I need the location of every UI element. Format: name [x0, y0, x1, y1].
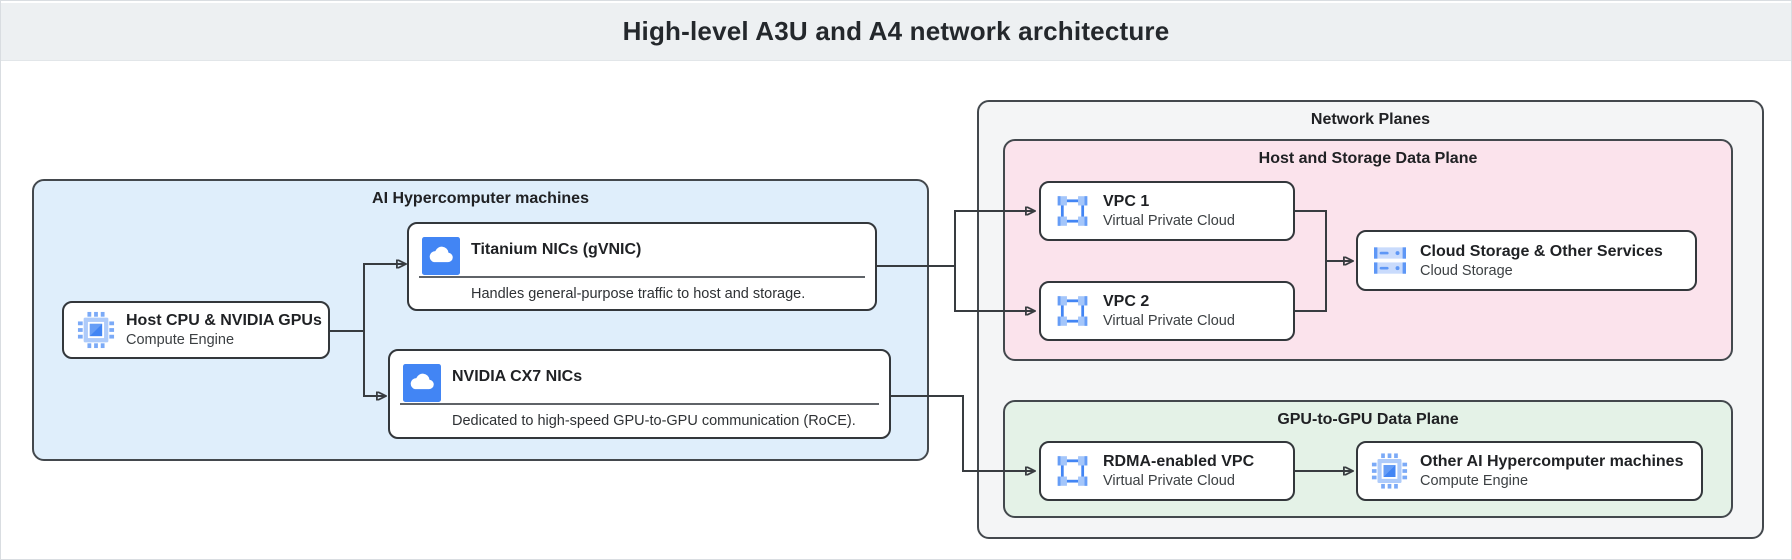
divider: [400, 403, 879, 405]
vpc-icon: [1054, 453, 1091, 490]
node-subtitle: Cloud Storage: [1420, 262, 1513, 279]
group-label-host-storage-data-plane: Host and Storage Data Plane: [1258, 150, 1478, 167]
divider: [419, 276, 865, 278]
node-caption: Dedicated to high-speed GPU-to-GPU commu…: [452, 413, 856, 429]
group-label-network-planes: Network Planes: [1310, 111, 1431, 128]
cloud-nic-icon: [403, 364, 441, 402]
vpc-icon: [1054, 193, 1091, 230]
cloud-storage-icon: [1371, 245, 1409, 277]
node-title: Other AI Hypercomputer machines: [1420, 453, 1684, 470]
node-subtitle: Virtual Private Cloud: [1103, 213, 1235, 229]
node-subtitle: Virtual Private Cloud: [1103, 313, 1235, 329]
node-subtitle: Compute Engine: [1420, 473, 1529, 489]
compute-engine-chip-icon: [77, 311, 115, 349]
diagram-title: High-level A3U and A4 network architectu…: [622, 16, 1170, 46]
node-title: VPC 1: [1103, 193, 1150, 210]
node-title: RDMA-enabled VPC: [1103, 453, 1255, 470]
group-label-ai-hypercomputer-machines: AI Hypercomputer machines: [372, 190, 589, 207]
cloud-nic-icon: [422, 237, 460, 275]
node-rdma-enabled-vpc: RDMA-enabled VPC Virtual Private Cloud: [1039, 441, 1295, 501]
vpc-icon: [1054, 293, 1091, 330]
node-subtitle: Compute Engine: [126, 332, 235, 348]
node-title: Cloud Storage & Other Services: [1420, 242, 1663, 260]
node-other-ai-hypercomputer-machines: Other AI Hypercomputer machines Compute …: [1356, 441, 1703, 501]
node-title: Host CPU & NVIDIA GPUs: [126, 312, 322, 329]
node-titanium-nics: Titanium NICs (gVNIC) Handles general-pu…: [407, 222, 877, 311]
node-cloud-storage-other-services: Cloud Storage & Other Services Cloud Sto…: [1356, 230, 1697, 291]
node-subtitle: Virtual Private Cloud: [1103, 473, 1235, 489]
node-title: Titanium NICs (gVNIC): [471, 241, 642, 258]
diagram-header: High-level A3U and A4 network architectu…: [1, 3, 1791, 61]
node-vpc-1: VPC 1 Virtual Private Cloud: [1039, 181, 1295, 241]
compute-engine-chip-icon: [1371, 453, 1408, 490]
node-caption: Handles general-purpose traffic to host …: [471, 286, 806, 302]
node-vpc-2: VPC 2 Virtual Private Cloud: [1039, 281, 1295, 341]
node-host-cpu-nvidia-gpus: Host CPU & NVIDIA GPUs Compute Engine: [62, 301, 330, 359]
node-nvidia-cx7-nics: NVIDIA CX7 NICs Dedicated to high-speed …: [388, 349, 891, 439]
node-title: NVIDIA CX7 NICs: [452, 368, 583, 385]
group-label-gpu-to-gpu-data-plane: GPU-to-GPU Data Plane: [1277, 411, 1459, 428]
node-title: VPC 2: [1103, 293, 1150, 310]
